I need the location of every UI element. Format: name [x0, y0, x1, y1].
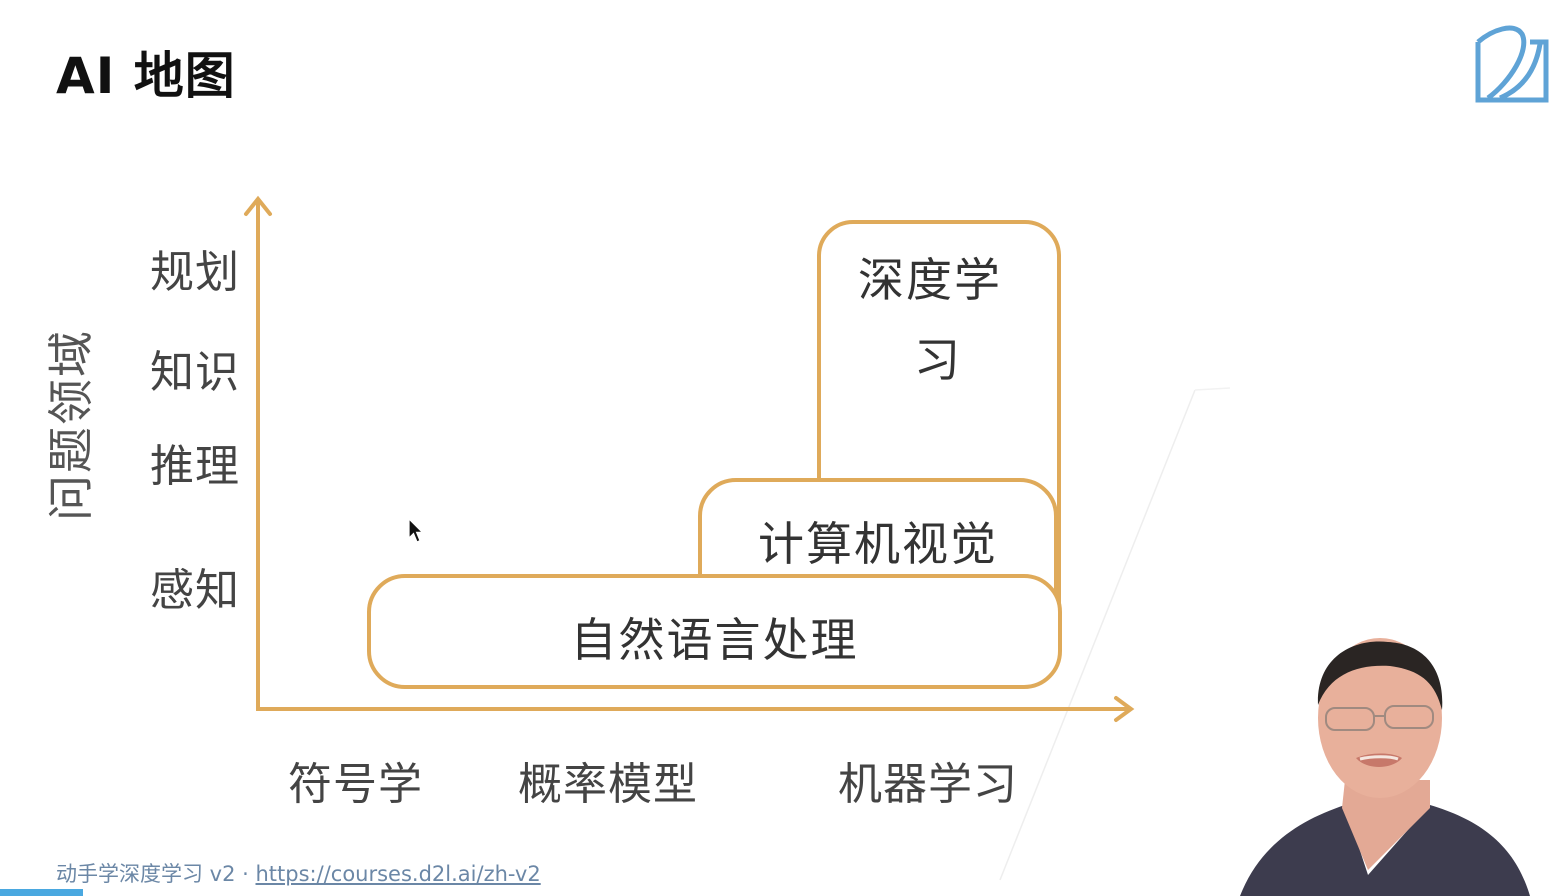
presenter-silhouette: [1240, 638, 1530, 896]
computer-vision-label: 计算机视觉: [758, 517, 998, 571]
video-progress-bar[interactable]: [0, 889, 1564, 896]
presenter-video: [1230, 630, 1564, 896]
y-axis-title: 问题领域: [44, 329, 98, 521]
slide-title: AI 地图: [56, 47, 236, 105]
y-axis-arrow-icon: [244, 195, 272, 216]
y-tick-reasoning: 推理: [150, 441, 240, 492]
d2l-logo-icon: [1475, 25, 1549, 103]
y-tick-perception: 感知: [150, 565, 240, 616]
nlp-label: 自然语言处理: [570, 613, 859, 667]
course-footer: 动手学深度学习 v2 · https://courses.d2l.ai/zh-v…: [56, 858, 541, 888]
decorative-line: [999, 389, 1196, 881]
course-link[interactable]: https://courses.d2l.ai/zh-v2: [255, 862, 541, 886]
mouse-cursor-icon: [408, 518, 424, 543]
box-nlp: [367, 574, 1062, 689]
video-progress-fill: [0, 889, 83, 896]
x-axis-arrow-icon: [1114, 696, 1135, 722]
deep-learning-label-line1: 深度学: [858, 253, 1002, 307]
course-name: 动手学深度学习 v2 ·: [56, 862, 256, 886]
deep-learning-label-line2: 习: [914, 333, 962, 387]
x-tick-symbolism: 符号学: [288, 759, 423, 810]
x-tick-machine-learning: 机器学习: [838, 759, 1018, 810]
y-tick-planning: 规划: [150, 247, 240, 298]
x-tick-probabilistic-models: 概率模型: [518, 759, 698, 810]
y-axis-title-container: 问题领域: [38, 325, 98, 525]
y-tick-knowledge: 知识: [150, 347, 240, 398]
